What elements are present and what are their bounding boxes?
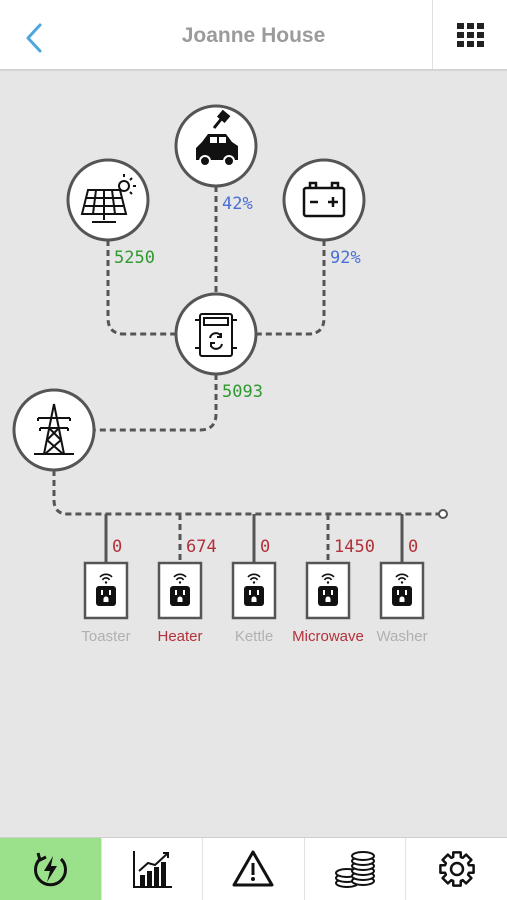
device-power-value: 0 [260, 537, 270, 557]
header-bar: Joanne House [0, 0, 507, 71]
device-power-value: 0 [112, 537, 122, 557]
bar-chart-icon [132, 851, 172, 888]
smart-plug-frame [305, 561, 351, 620]
device-power-value: 1450 [334, 537, 375, 557]
idle-lines [104, 514, 404, 562]
tab-settings[interactable] [405, 838, 507, 900]
device-name: Washer [376, 628, 427, 645]
line-grid-bus [52, 470, 440, 516]
device-name: Microwave [292, 628, 364, 645]
smart-plug-frame [83, 561, 129, 620]
smart-plug-icon [244, 573, 264, 606]
battery-icon [302, 181, 346, 218]
grid-menu-icon [457, 23, 484, 47]
battery-value: 92% [330, 248, 361, 268]
tab-alerts[interactable] [202, 838, 304, 900]
solar-panel-icon [80, 174, 136, 223]
energy-flow-diagram: 5250 42% 92% 5 [12, 104, 448, 645]
device-name: Toaster [81, 628, 130, 645]
power-tower-icon [34, 403, 74, 455]
inverter-value: 5093 [222, 382, 263, 402]
settings-gear-icon [438, 851, 475, 887]
smart-plug-icon [318, 573, 338, 606]
bus-end-dot [438, 509, 448, 519]
device-name: Heater [157, 628, 202, 645]
bottom-tab-bar [0, 837, 507, 900]
back-button[interactable] [18, 18, 54, 58]
tab-power-flow[interactable] [0, 838, 101, 900]
car-node[interactable] [174, 104, 258, 188]
battery-node[interactable] [282, 158, 366, 242]
line-inverter-grid [94, 374, 218, 432]
electric-car-icon [196, 109, 238, 167]
inverter-icon [195, 313, 237, 357]
tab-costs[interactable] [303, 838, 406, 900]
tab-statistics[interactable] [100, 838, 203, 900]
device-list: 0Toaster674Heater0Kettle1450Microwave0Wa… [81, 537, 427, 645]
inverter-node[interactable] [174, 292, 258, 376]
solar-node[interactable] [66, 158, 150, 242]
smart-plug-frame [231, 561, 277, 620]
smart-plug-icon [392, 573, 412, 606]
line-solar-inverter [106, 240, 178, 336]
device-power-value: 0 [408, 537, 418, 557]
page-title: Joanne House [181, 24, 326, 47]
smart-plug-icon [96, 573, 116, 606]
device-name: Kettle [235, 628, 273, 645]
line-battery-inverter [256, 240, 326, 336]
warning-icon [232, 850, 274, 887]
coins-icon [335, 851, 376, 888]
chevron-left-icon [26, 23, 42, 53]
power-flow-icon [34, 852, 68, 887]
smart-plug-icon [170, 573, 190, 606]
flow-lines [52, 186, 440, 562]
device-power-value: 674 [186, 537, 217, 557]
car-value: 42% [222, 194, 253, 214]
grid-menu-button[interactable] [432, 0, 507, 69]
solar-value: 5250 [114, 248, 155, 268]
grid-node[interactable] [12, 388, 96, 472]
